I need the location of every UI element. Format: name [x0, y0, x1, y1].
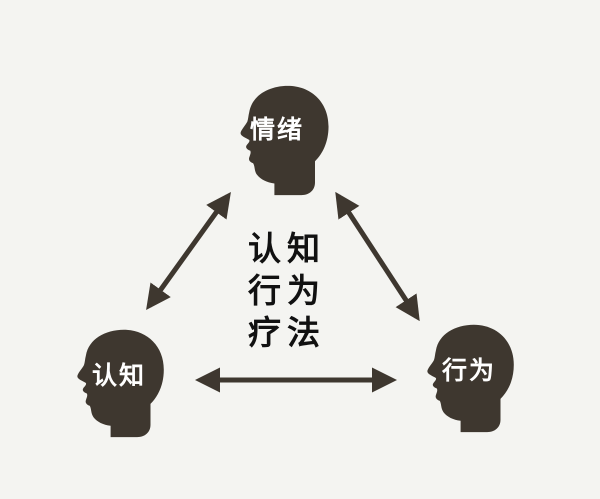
node-label-behavior: 行为 — [442, 356, 497, 385]
center-title-line-2: 行为 — [248, 271, 326, 310]
node-label-emotion: 情绪 — [250, 115, 305, 144]
center-title-line-1: 认知 — [248, 229, 326, 268]
arrow-emotion-behavior — [335, 191, 420, 322]
center-title-line-3: 疗法 — [248, 313, 326, 352]
arrow-emotion-cognition — [146, 191, 231, 311]
center-title: 认知 行为 疗法 — [248, 228, 330, 354]
node-label-cognition: 认知 — [92, 361, 147, 390]
